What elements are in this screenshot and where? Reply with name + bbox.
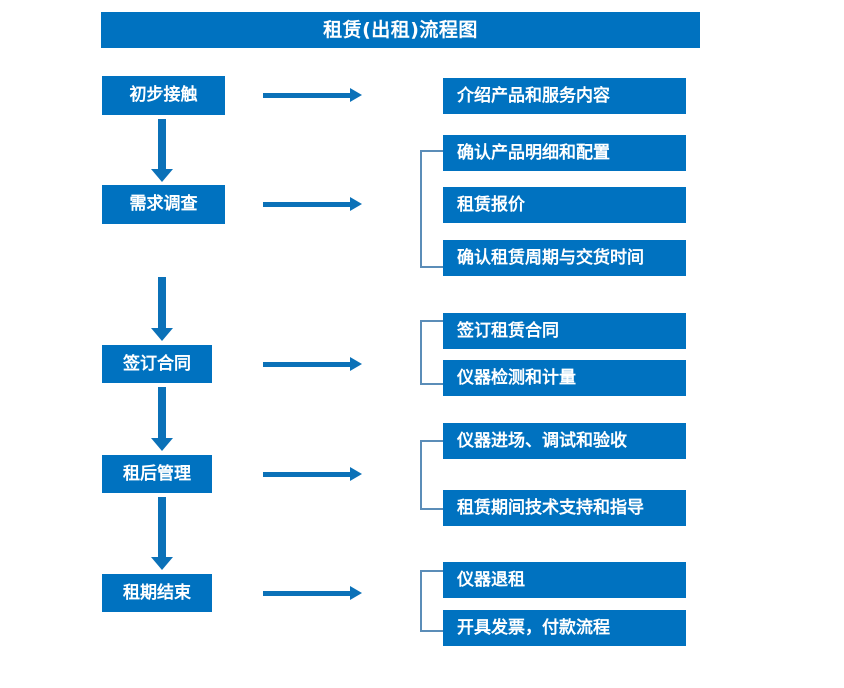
stage-label-5: 租期结束 (123, 582, 191, 603)
page-title: 租赁(出租)流程图 (323, 18, 478, 41)
arrow-head (151, 438, 173, 451)
detail-box-2-1[interactable]: 确认产品明细和配置 (443, 135, 686, 171)
arrow-head (350, 357, 362, 371)
arrow-shaft (263, 362, 351, 367)
detail-box-4-1[interactable]: 仪器进场、调试和验收 (443, 423, 686, 459)
stage-label-2: 需求调查 (129, 194, 198, 214)
detail-label-1-1: 介绍产品和服务内容 (457, 85, 610, 106)
arrow-shaft (158, 119, 166, 169)
arrow-shaft (158, 387, 166, 438)
arrow-shaft (263, 93, 351, 98)
detail-label-3-1: 签订租赁合同 (457, 320, 559, 341)
stage-label-3: 签订合同 (123, 353, 191, 374)
group-bracket-icon-5 (420, 570, 443, 632)
arrow-down-icon-3-4 (151, 387, 173, 451)
arrow-shaft (158, 497, 166, 557)
arrow-right-icon-1 (263, 88, 362, 102)
arrow-right-icon-2 (263, 197, 362, 211)
detail-box-3-1[interactable]: 签订租赁合同 (443, 313, 686, 349)
arrow-head (350, 88, 362, 102)
arrow-head (350, 586, 362, 600)
detail-label-4-2: 租赁期间技术支持和指导 (457, 497, 644, 518)
detail-box-5-2[interactable]: 开具发票，付款流程 (443, 610, 686, 646)
detail-label-2-2: 租赁报价 (457, 194, 525, 215)
arrow-shaft (158, 277, 166, 328)
detail-box-1-1[interactable]: 介绍产品和服务内容 (443, 78, 686, 114)
arrow-right-icon-4 (263, 467, 362, 481)
detail-box-2-3[interactable]: 确认租赁周期与交货时间 (443, 240, 686, 276)
arrow-shaft (263, 472, 351, 477)
detail-label-3-2: 仪器检测和计量 (457, 367, 576, 388)
group-bracket-icon-3 (420, 320, 443, 385)
stage-label-1: 初步接触 (129, 85, 198, 105)
stage-box-1[interactable]: 初步接触 (102, 76, 225, 115)
detail-box-2-2[interactable]: 租赁报价 (443, 187, 686, 223)
group-bracket-icon-4 (420, 440, 443, 510)
stage-box-2[interactable]: 需求调查 (102, 185, 225, 224)
stage-label-4: 租后管理 (123, 463, 191, 484)
detail-box-5-1[interactable]: 仪器退租 (443, 562, 686, 598)
detail-label-2-1: 确认产品明细和配置 (457, 142, 610, 163)
arrow-head (151, 557, 173, 570)
group-bracket-icon-2 (420, 150, 443, 268)
arrow-head (350, 197, 362, 211)
arrow-down-icon-2-3 (151, 277, 173, 341)
detail-label-2-3: 确认租赁周期与交货时间 (457, 247, 644, 268)
arrow-head (350, 467, 362, 481)
detail-label-5-1: 仪器退租 (457, 569, 525, 590)
arrow-down-icon-1-2 (151, 119, 173, 182)
arrow-head (151, 328, 173, 341)
detail-box-3-2[interactable]: 仪器检测和计量 (443, 360, 686, 396)
arrow-right-icon-3 (263, 357, 362, 371)
arrow-right-icon-5 (263, 586, 362, 600)
arrow-shaft (263, 591, 351, 596)
stage-box-3[interactable]: 签订合同 (102, 345, 212, 383)
stage-box-5[interactable]: 租期结束 (102, 574, 212, 612)
arrow-down-icon-4-5 (151, 497, 173, 570)
arrow-shaft (263, 202, 351, 207)
detail-label-4-1: 仪器进场、调试和验收 (457, 430, 627, 451)
detail-label-5-2: 开具发票，付款流程 (457, 617, 610, 638)
stage-box-4[interactable]: 租后管理 (102, 455, 212, 493)
chart-title-bar: 租赁(出租)流程图 (101, 12, 700, 48)
arrow-head (151, 169, 173, 182)
detail-box-4-2[interactable]: 租赁期间技术支持和指导 (443, 490, 686, 526)
